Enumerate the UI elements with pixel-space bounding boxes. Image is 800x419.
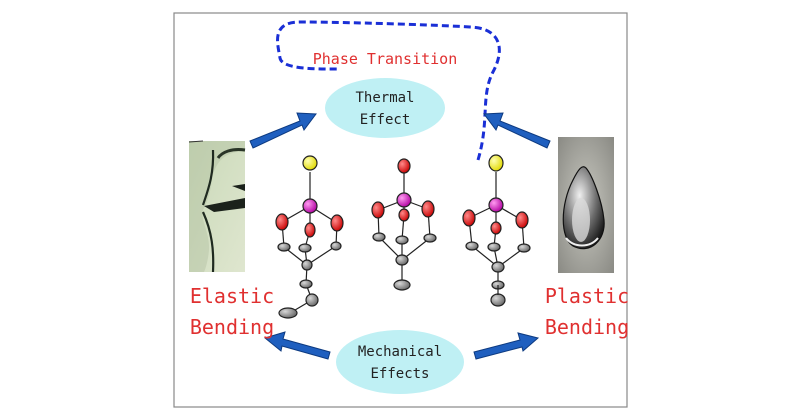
phase-transition-label: Phase Transition bbox=[313, 50, 458, 68]
arrow-plastic-to-thermal bbox=[483, 112, 551, 149]
molecule-center bbox=[371, 158, 437, 291]
molecule-left bbox=[275, 155, 344, 319]
plastic-label-line2: Bending bbox=[545, 315, 629, 339]
arrow-mechanical-to-plastic bbox=[473, 332, 540, 360]
arrow-mechanical-to-elastic bbox=[263, 331, 331, 360]
plastic-crystal-image bbox=[558, 137, 614, 273]
thermal-label-line2: Effect bbox=[360, 112, 411, 128]
mechanical-effects-bubble bbox=[336, 330, 464, 394]
elastic-label-line1: Elastic bbox=[190, 284, 274, 308]
phase-transition-path bbox=[276, 20, 501, 161]
plastic-label-line1: Plastic bbox=[545, 284, 629, 308]
mechanical-label-line1: Mechanical bbox=[358, 344, 442, 360]
molecule-right bbox=[462, 154, 531, 307]
elastic-label-line2: Bending bbox=[190, 315, 274, 339]
mechanical-label-line2: Effects bbox=[370, 366, 429, 382]
arrow-elastic-to-thermal bbox=[249, 112, 317, 149]
elastic-crystal-image bbox=[188, 140, 246, 273]
thermal-effect-bubble bbox=[325, 78, 445, 138]
thermal-label-line1: Thermal bbox=[355, 90, 414, 106]
